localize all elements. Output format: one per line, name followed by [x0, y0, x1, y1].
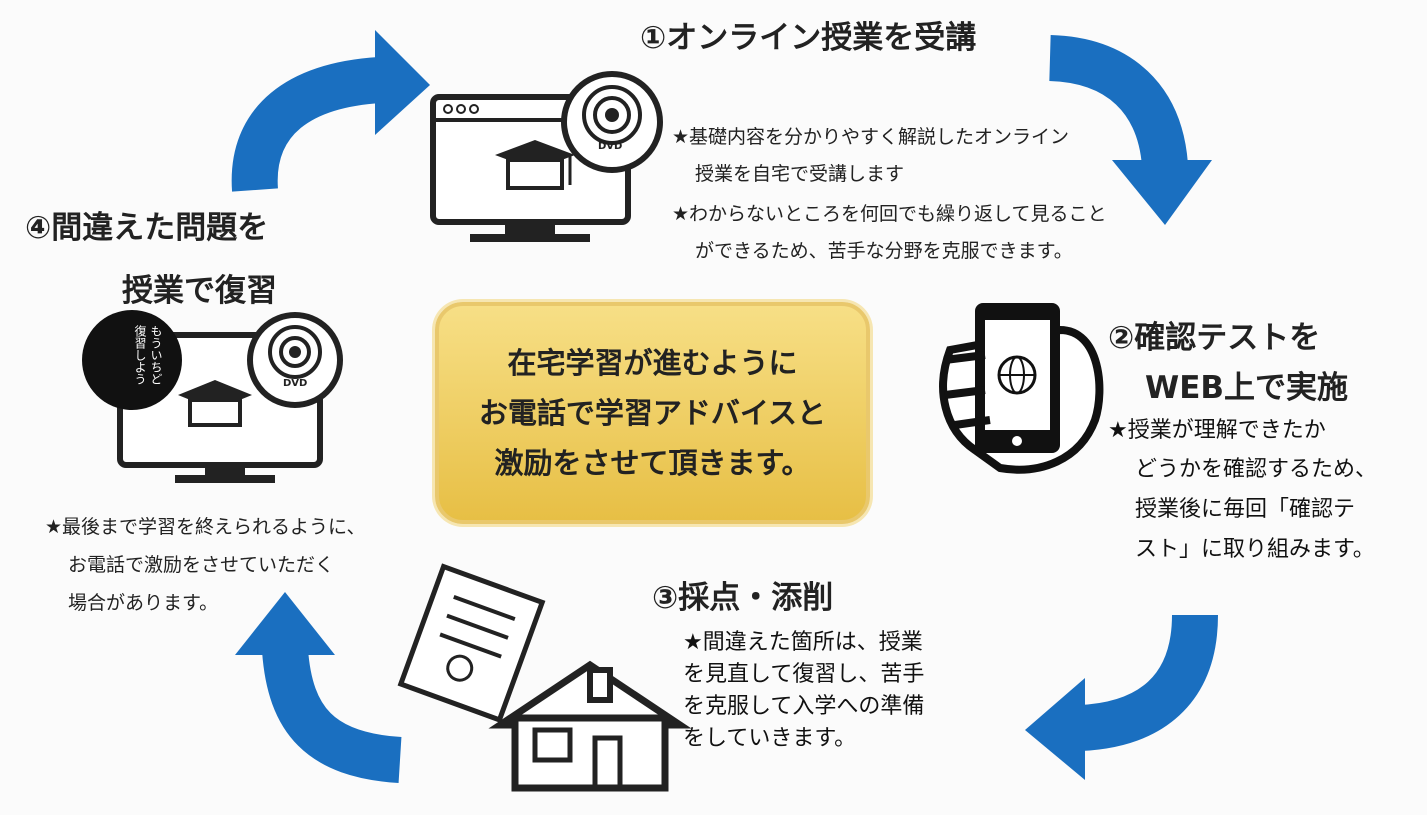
computer-dvd-icon: [430, 71, 663, 242]
advice-line-2: お電話で学習アドバイスと: [478, 396, 827, 430]
step3-text-3: を克服して入学への準備: [683, 694, 925, 719]
dvd-label: DVD: [598, 141, 623, 152]
step1-text-2: 授業を自宅で受講します: [695, 163, 905, 185]
advice-line-1: 在宅学習が進むように: [507, 346, 798, 380]
dvd-label-2: DVD: [283, 378, 308, 389]
computer-dvd-review-icon: [82, 310, 343, 483]
step1-text-3: ★わからないところを何回でも繰り返して見ること: [672, 203, 1107, 225]
step2-text-2: どうかを確認するため、: [1135, 457, 1378, 482]
review-badge: もういちど 復習しよう: [100, 325, 164, 395]
step3-title: ③採点・添削: [652, 580, 834, 616]
advice-callout: 在宅学習が進むように お電話で学習アドバイスと 激励をさせて頂きます。: [435, 302, 870, 524]
step2-title-2: WEB上で実施: [1145, 370, 1348, 406]
cycle-arrow-bottom-left: [235, 592, 402, 783]
step2-text-1: ★授業が理解できたか: [1108, 418, 1326, 443]
step2-text-3: 授業後に毎回「確認テ: [1135, 497, 1356, 522]
badge-line-1: もういちど: [149, 325, 163, 385]
smartphone-hand-icon: [939, 303, 1104, 474]
step2-title-1: ②確認テストを: [1108, 320, 1321, 356]
step3-text-4: をしていきます。: [683, 726, 857, 751]
step4-text-3: 場合があります。: [68, 592, 219, 614]
step3-text-2: を見直して復習し、苦手: [683, 662, 925, 687]
step4-text-2: お電話で激励をさせていただく: [68, 554, 335, 576]
cycle-arrow-bottom-right: [1025, 614, 1218, 780]
advice-line-3: 激励をさせて頂きます。: [494, 446, 811, 480]
step4-title-1: ④間違えた問題を: [25, 210, 269, 246]
cycle-arrow-top-right: [1048, 35, 1212, 225]
cycle-arrow-top-left: [231, 30, 430, 192]
step3-text-1: ★間違えた箇所は、授業: [683, 630, 923, 655]
step1-text-1: ★基礎内容を分かりやすく解説したオンライン: [672, 126, 1070, 148]
step2-text-4: スト」に取り組みます。: [1135, 537, 1375, 562]
step4-text-1: ★最後まで学習を終えられるように、: [45, 516, 366, 538]
step1-text-4: ができるため、苦手な分野を克服できます。: [695, 240, 1073, 262]
step4-title-2: 授業で復習: [122, 273, 277, 309]
badge-line-2: 復習しよう: [133, 325, 147, 385]
step1-title: ①オンライン授業を受講: [640, 20, 977, 56]
graded-papers-house-icon: [397, 563, 692, 792]
